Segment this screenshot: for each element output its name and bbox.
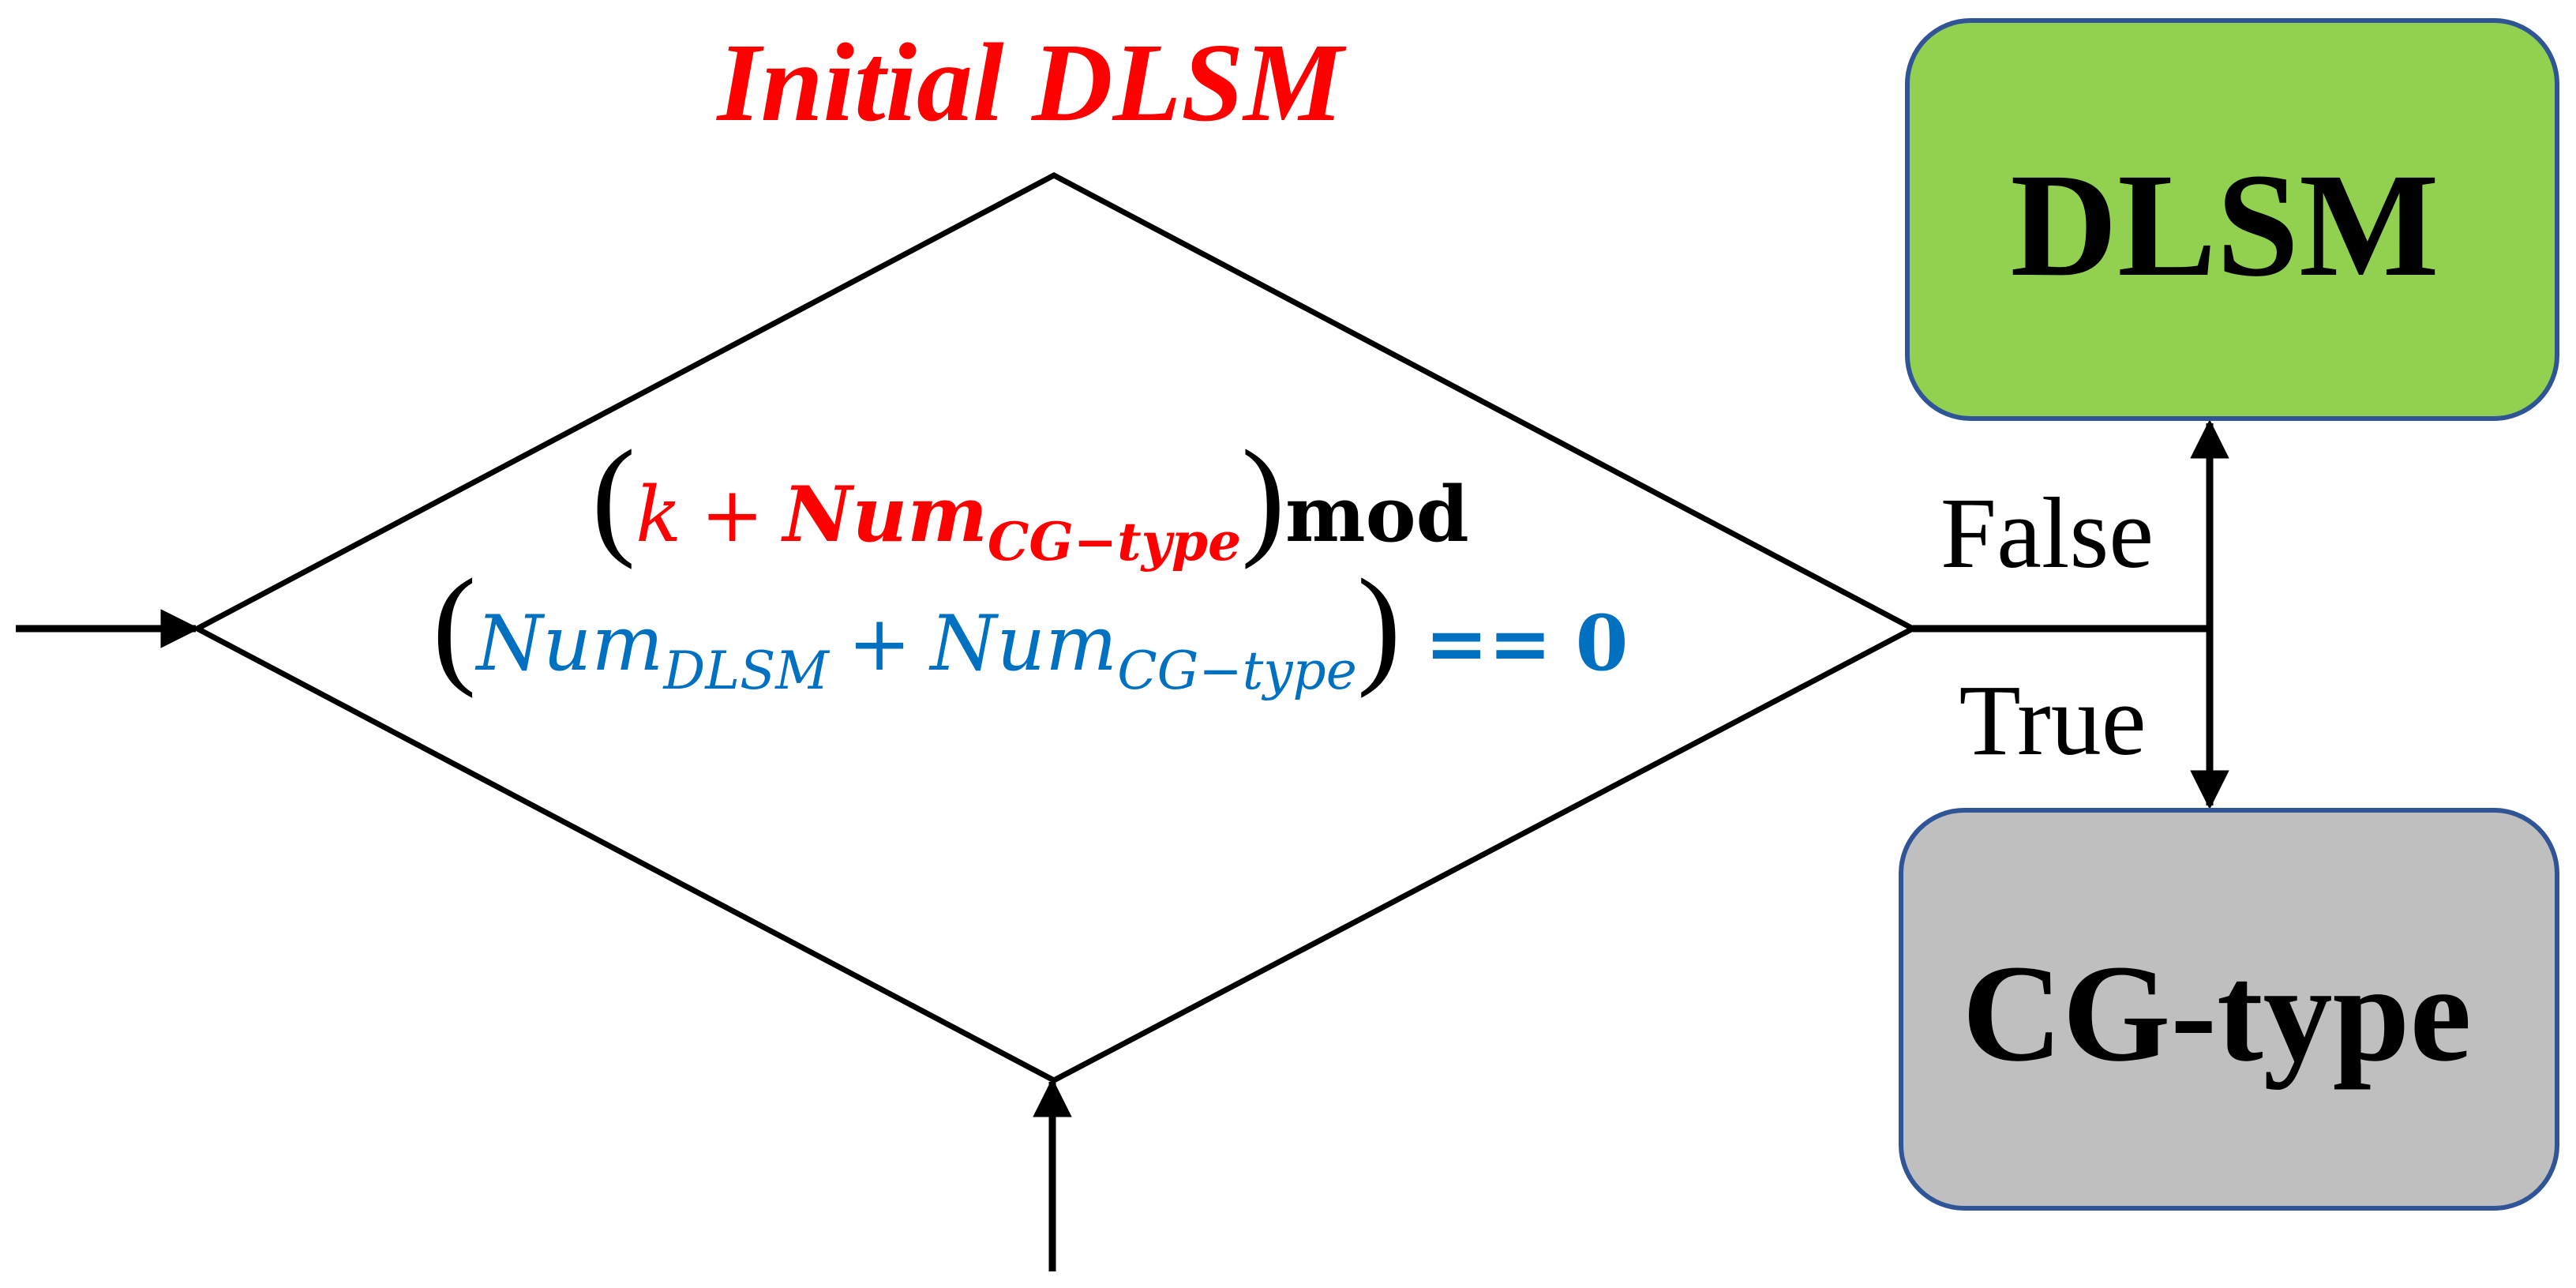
cgtype-box — [1899, 808, 2559, 1211]
diagram-title: Initial DLSM — [715, 20, 1347, 145]
true-label: True — [1959, 664, 2146, 776]
false-label: False — [1940, 477, 2154, 589]
condition-var-k: k — [636, 471, 681, 559]
dlsm-box — [1905, 18, 2559, 421]
condition-line-1: (k+NumCG−type)mod — [591, 423, 1469, 573]
cgtype-box-label: CG-type — [1962, 937, 2471, 1091]
condition-line-2: (NumDLSM+NumCG−type)==0 — [433, 552, 1629, 701]
dlsm-box-label: DLSM — [2010, 142, 2439, 307]
